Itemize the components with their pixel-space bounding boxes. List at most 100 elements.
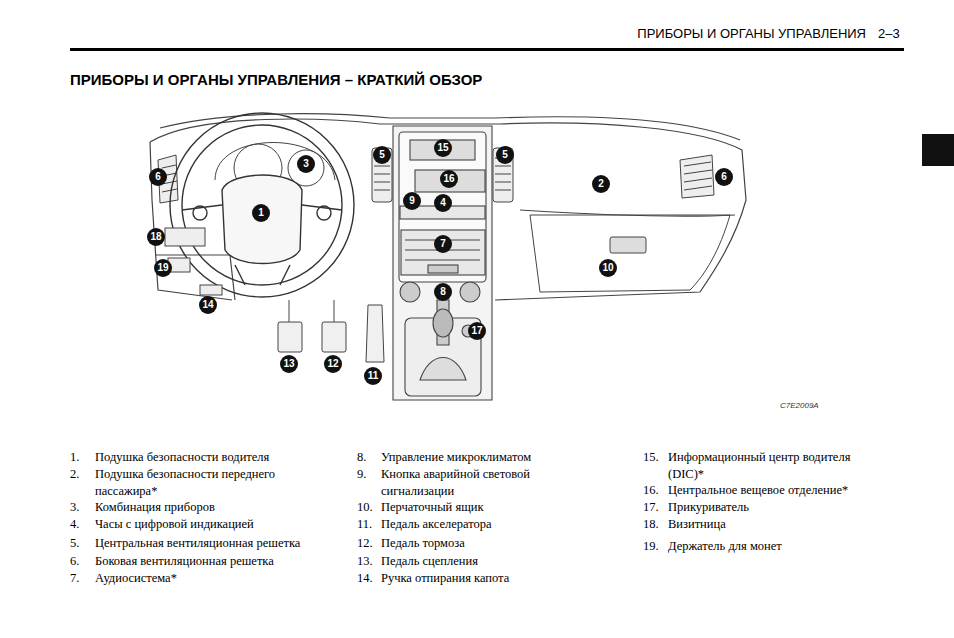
dashboard-outline [150,114,746,300]
pedals-part [278,322,302,352]
legend-number: 13. [357,553,373,570]
centre-console [393,126,492,400]
header-rule-part [70,48,904,51]
dashboard-outline-part [155,255,235,300]
centre-console-part [460,282,480,302]
callout-number: 15 [434,139,452,157]
legend-text: Кнопка аварийной световой сигнализации [381,466,581,499]
dashboard-outline-part [150,142,232,300]
centre-console-part [420,358,466,381]
centre-console-part [433,309,453,337]
legend-text: Педаль сцепления [381,553,478,570]
callout-number: 16 [440,170,458,188]
legend-number: 18. [643,516,659,533]
legend-number: 4. [70,516,79,533]
callout-number: 8 [434,283,452,301]
legend-text: Управление микроклиматом [381,449,531,466]
glovebox-part [610,237,646,253]
steering-wheel-part [182,125,342,285]
driver-storage [165,228,222,295]
legend-number: 15. [643,449,659,466]
centre-console-part [415,170,485,192]
side-vent-part [680,155,714,198]
pedals-part [289,300,334,322]
steering-wheel-part [182,205,342,285]
legend-number: 14. [357,570,373,587]
legend-number: 3. [70,499,79,516]
legend-number: 1. [70,449,79,466]
legend-text: Визитница [668,516,726,533]
steering-wheel-part [170,113,354,297]
side-vent-part [684,162,712,190]
legend-number: 16. [643,482,659,499]
legend-number: 2. [70,466,79,483]
callout-number: 6 [149,168,167,186]
glovebox [530,215,730,292]
legend-number: 5. [70,535,79,552]
page-header: 2–3 [878,26,900,41]
legend-text: Педаль тормоза [381,535,465,552]
legend-text: Ручка отпирания капота [381,570,509,587]
glovebox-part [530,215,730,292]
callout-number: 14 [199,296,217,314]
pedals [278,300,384,362]
steering-wheel-part [193,206,207,220]
dashboard-outline-part [150,119,746,300]
callout-number: 17 [468,322,486,340]
centre-console-part [399,132,486,282]
callout-number: 1 [252,204,270,222]
callout-number: 11 [364,367,382,385]
centre-console-part [400,282,420,302]
legend-number: 12. [357,535,373,552]
centre-console-part [401,230,485,275]
legend-text: Центральная вентиляционная решетка [95,535,300,552]
instrument-cluster-part [215,143,335,181]
legend-text: Перчаточный ящик [381,499,484,516]
header-rule [70,48,904,51]
legend-text: Информационный центр водителя (DIC)* [668,449,888,482]
page-title: ПРИБОРЫ И ОРГАНЫ УПРАВЛЕНИЯ – КРАТКИЙ ОБ… [70,71,482,88]
steering-wheel [170,113,354,297]
callout-number: 18 [147,228,165,246]
callout-number: 5 [496,146,514,164]
chapter-tab-part [922,134,954,166]
steering-wheel-part [317,206,331,220]
driver-storage-part [165,228,205,246]
legend-number: 9. [357,466,366,483]
legend-number: 19. [643,538,659,555]
pedals-part [366,305,384,362]
centre-console-part [428,265,458,273]
callout-number: 5 [373,146,391,164]
legend-number: 11. [357,516,372,533]
centre-console-part [393,126,492,400]
legend-text: Комбинация приборов [95,499,215,516]
callout-number: 9 [403,192,421,210]
chapter-tab [922,134,954,166]
page-header: ПРИБОРЫ И ОРГАНЫ УПРАВЛЕНИЯ [637,26,866,41]
legend-text: Часы с цифровой индикацией [95,516,254,533]
callout-number: 2 [592,175,610,193]
legend-number: 10. [357,499,373,516]
callout-number: 6 [715,168,733,186]
centre-console-part [410,140,475,160]
legend-number: 7. [70,570,79,587]
legend-text: Подушка безопасности переднего пассажира… [95,466,335,499]
legend-text: Держатель для монет [668,538,782,555]
callout-number: 7 [434,235,452,253]
legend-text: Педаль акселератора [381,516,492,533]
legend-text: Прикуриватель [668,499,749,516]
legend-text: Центральное вещевое отделение* [668,482,848,499]
callout-number: 10 [599,259,617,277]
pedals-part [322,322,346,352]
callout-number: 19 [154,259,172,277]
figure-code: C7E2009A [780,401,819,410]
legend-text: Боковая вентиляционная решетка [95,553,274,570]
legend-text: Аудиосистема* [95,570,177,587]
callout-number: 12 [324,355,342,373]
driver-storage-part [200,285,222,295]
legend-number: 17. [643,499,659,516]
legend-text: Подушка безопасности водителя [95,449,269,466]
steering-wheel-part [222,175,302,264]
legend-number: 8. [357,449,366,466]
legend-number: 6. [70,553,79,570]
